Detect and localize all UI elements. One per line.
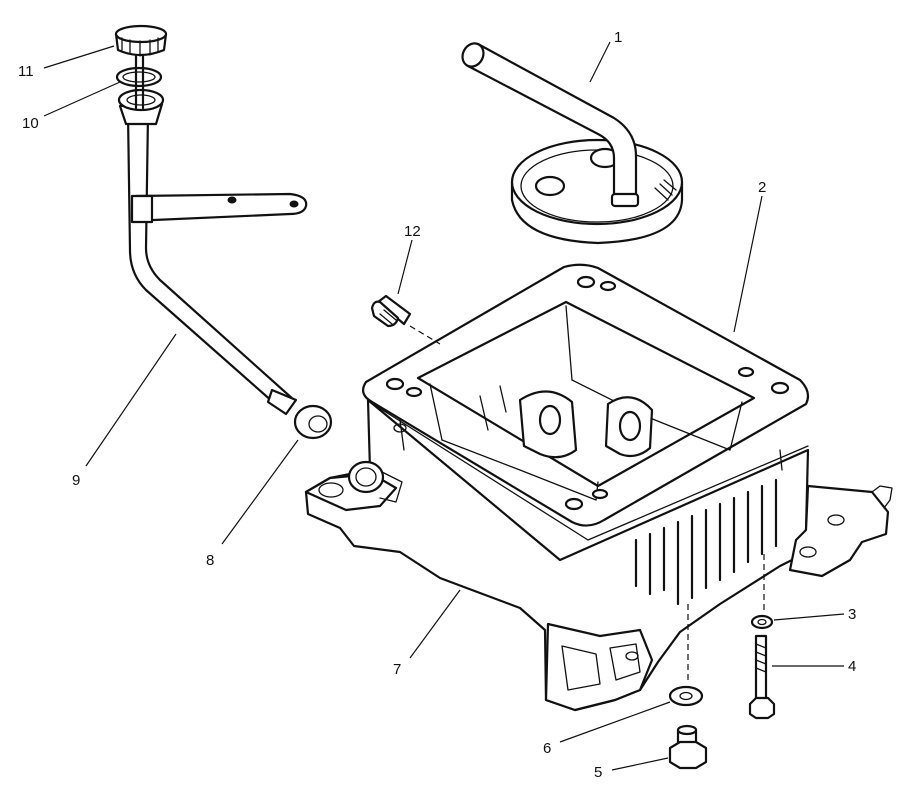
callout-6: 6 xyxy=(543,740,551,757)
part-dipstick-cap xyxy=(114,24,168,110)
callout-7: 7 xyxy=(393,661,401,678)
part-breather-cover xyxy=(461,42,684,245)
callout-5: 5 xyxy=(594,764,602,781)
callout-4: 4 xyxy=(848,658,856,675)
leader-lines xyxy=(43,41,845,771)
callout-11: 11 xyxy=(18,63,34,80)
part-gasket xyxy=(361,263,810,527)
callout-2: 2 xyxy=(758,179,766,196)
part-seal xyxy=(115,66,165,112)
part-drain-washer xyxy=(668,685,704,707)
part-housing xyxy=(304,398,893,712)
part-dipstick-tube xyxy=(118,102,308,416)
callout-1: 1 xyxy=(614,29,622,46)
callout-12: 12 xyxy=(404,223,421,240)
part-plug xyxy=(370,294,441,345)
part-long-bolt xyxy=(748,634,776,720)
part-grommet xyxy=(293,404,333,440)
part-washer-small xyxy=(750,614,774,630)
callout-10: 10 xyxy=(22,115,39,132)
callout-labels: 1 2 3 4 5 6 7 8 9 10 11 12 xyxy=(18,29,856,781)
callout-3: 3 xyxy=(848,606,856,623)
callout-8: 8 xyxy=(206,552,214,569)
callout-9: 9 xyxy=(72,472,80,489)
part-drain-plug xyxy=(668,724,708,770)
